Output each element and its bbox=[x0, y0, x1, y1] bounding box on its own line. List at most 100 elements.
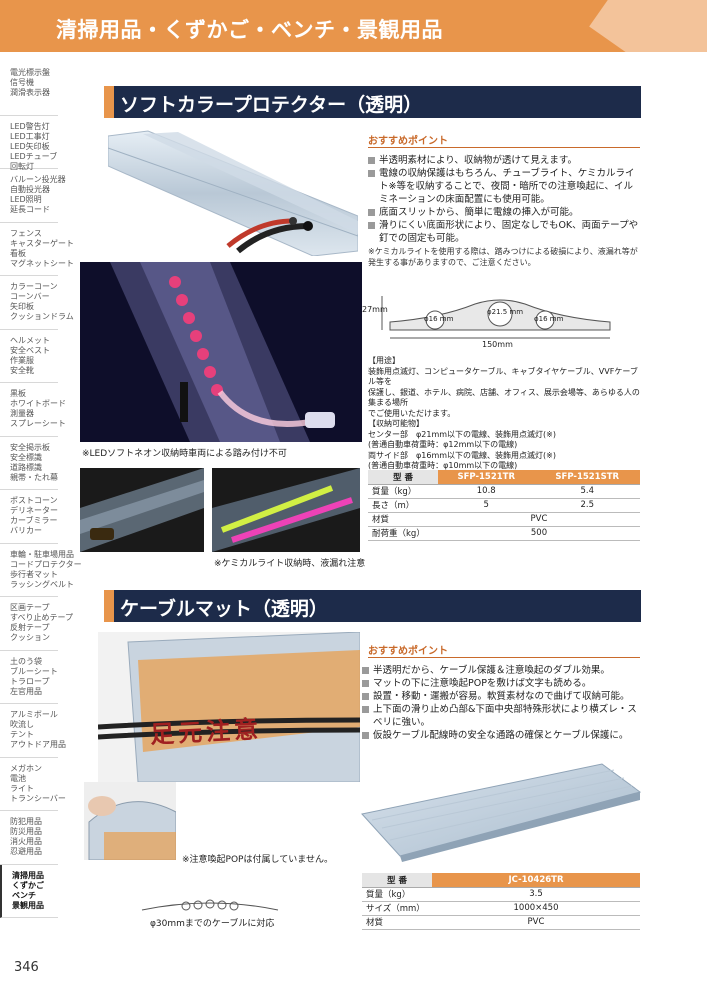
spec-header-label: 型 番 bbox=[362, 873, 432, 888]
section2-banner-accent bbox=[104, 590, 114, 622]
usage-line: (普通自動車荷重時：φ12mm以下の電線) bbox=[368, 440, 518, 449]
diagram-side-right: φ16 mm bbox=[534, 315, 564, 323]
sidebar-group-line: ラッシングベルト bbox=[10, 579, 74, 589]
sidebar-group-line: 土のう袋 bbox=[10, 656, 42, 666]
pop-caption: ※注意喚起POPは付属していません。 bbox=[182, 855, 333, 865]
sidebar-group-line: 延長コード bbox=[10, 205, 50, 214]
sidebar-group[interactable]: 区画テープすべり止めテープ反射テープクッション bbox=[0, 597, 73, 651]
sidebar-group-line: 測量器 bbox=[10, 409, 34, 418]
sidebar-group-line: ポストコーン bbox=[10, 496, 58, 505]
sidebar-group-line: カラーコーン bbox=[10, 282, 58, 291]
sidebar-group[interactable]: アルミボール吹流しテントアウトドア用品 bbox=[0, 704, 66, 758]
section1-points: 半透明素材により、収納物が透けて見えます。電線の収納保護はもちろん、チューブライ… bbox=[368, 154, 640, 245]
section1-banner-accent bbox=[104, 86, 114, 118]
section1-banner: ソフトカラープロテクター（透明） bbox=[104, 86, 641, 118]
sidebar-group[interactable]: ヘルメット安全ベスト作業服安全靴 bbox=[0, 330, 58, 383]
sidebar-group-line: バリカー bbox=[10, 526, 42, 535]
spec-value: 1000×450 bbox=[432, 901, 640, 916]
sidebar-group-line: 忍避用品 bbox=[10, 847, 42, 856]
cable-mat-photo: 足元注意 bbox=[98, 632, 360, 782]
spec-value: 5 bbox=[438, 498, 535, 513]
sidebar-group[interactable]: 車輪・駐車場用品コードプロテクター歩行者マットラッシングベルト bbox=[0, 544, 82, 597]
sidebar-group-line: 親帯・たれ幕 bbox=[10, 472, 58, 482]
section2-title: ケーブルマット（透明） bbox=[120, 598, 328, 620]
spec-label: 質量（kg） bbox=[362, 887, 432, 902]
sidebar-group-line: 自動投光器 bbox=[10, 185, 50, 194]
sidebar-group-line: 区画テープ bbox=[10, 603, 50, 612]
sidebar-group-line: 消火用品 bbox=[10, 837, 42, 846]
sidebar-group[interactable]: ポストコーンデリネーターカーブミラーバリカー bbox=[0, 490, 58, 544]
mat-product-svg bbox=[361, 763, 642, 862]
spec-label: 耐荷重（kg） bbox=[368, 526, 438, 541]
sidebar-group-line: カーブミラー bbox=[10, 516, 58, 525]
section2-points: 半透明だから、ケーブル保護＆注意喚起のダブル効果。マットの下に注意喚起POPを敷… bbox=[362, 664, 642, 742]
point-item: 電線の収納保護はもちろん、チューブライト、ケミカルライト※等を収納することで、夜… bbox=[368, 167, 640, 206]
spec-value: 500 bbox=[438, 526, 640, 541]
point-item: 半透明素材により、収納物が透けて見えます。 bbox=[368, 154, 640, 167]
sidebar-group-line: フェンス bbox=[10, 228, 42, 238]
led-caption: ※LEDソフトネオン収納時車両による踏み付け不可 bbox=[82, 449, 287, 459]
sidebar-group-line: 電光標示盤 bbox=[10, 68, 50, 77]
usage-line: (普通自動車荷重時：φ10mm以下の電線) bbox=[368, 461, 518, 470]
sidebar-group-line: 作業服 bbox=[10, 355, 34, 365]
sidebar-group[interactable]: 土のう袋ブルーシートトラロープ左官用品 bbox=[0, 651, 58, 704]
sidebar-group-line: LED工事灯 bbox=[10, 131, 50, 141]
spec-row: 耐荷重（kg）500 bbox=[368, 526, 640, 541]
diagram-width: 150mm bbox=[482, 340, 513, 349]
sidebar-group[interactable]: 安全掲示板安全標識道路標識親帯・たれ幕 bbox=[0, 437, 58, 490]
sidebar-group-line: 潤滑表示器 bbox=[10, 88, 50, 97]
sidebar-group-line: メガホン bbox=[10, 763, 42, 773]
chem-photo-1 bbox=[80, 468, 204, 552]
point-item: 仮設ケーブル配線時の安全な通路の確保とケーブル保護に。 bbox=[362, 729, 642, 742]
spec-row: サイズ（mm）1000×450 bbox=[362, 901, 640, 916]
sidebar-group[interactable]: 清掃用品くずかごベンチ景観用品 bbox=[0, 864, 58, 918]
sidebar-group[interactable]: 電光標示盤信号機潤滑表示器 bbox=[0, 62, 58, 116]
sidebar-group-line: くずかご bbox=[12, 880, 44, 890]
point-item: 設置・移動・運搬が容易。軟質素材なので曲げて収納可能。 bbox=[362, 690, 642, 703]
chem-photo-2-svg bbox=[212, 468, 360, 552]
sidebar-group[interactable]: メガホン電池ライトトランシーバー bbox=[0, 758, 66, 811]
sidebar-group-line: 回転灯 bbox=[10, 161, 34, 171]
sidebar-group[interactable]: フェンスキャスターゲート看板マグネットシート bbox=[0, 223, 74, 276]
diagram-center: φ21.5 mm bbox=[487, 308, 524, 316]
cable-profile-svg bbox=[141, 899, 279, 911]
sidebar-group[interactable]: 黒板ホワイトボード測量器スプレーシート bbox=[0, 383, 66, 437]
cable-mat-bend-photo bbox=[84, 782, 176, 860]
page-title: 清掃用品・くずかご・ベンチ・景観用品 bbox=[56, 18, 443, 42]
sidebar-group-line: アルミボール bbox=[10, 710, 58, 719]
sidebar-group[interactable]: 防犯用品防災用品消火用品忍避用品 bbox=[0, 811, 58, 865]
spec-label: 材質 bbox=[362, 915, 432, 930]
spec-value: 2.5 bbox=[534, 498, 640, 513]
diagram-height: 27mm bbox=[362, 305, 388, 314]
point-item: 上下面の滑り止め凸部&下面中央部特殊形状により横ズレ・スベリに強い。 bbox=[362, 703, 642, 729]
spec-label: サイズ（mm） bbox=[362, 901, 432, 916]
section1-usage: 【用途】装飾用点滅灯、コンピュータケーブル、キャブタイヤケーブル、VVFケーブル… bbox=[368, 356, 644, 482]
usage-line: 【用途】 bbox=[368, 356, 400, 365]
sidebar-group-line: クッション bbox=[10, 633, 50, 642]
spec-value: PVC bbox=[438, 512, 640, 527]
sidebar-group-line: ベンチ bbox=[12, 890, 36, 900]
sidebar-group[interactable]: カラーコーンコーンバー矢印板クッションドラム bbox=[0, 276, 74, 330]
sidebar-group-line: 矢印板 bbox=[10, 302, 34, 311]
usage-line: センター部 φ21mm以下の電線、装飾用点滅灯(※) bbox=[368, 429, 556, 439]
section2-banner: ケーブルマット（透明） bbox=[104, 590, 641, 622]
protector-photo-svg bbox=[108, 126, 358, 256]
usage-line: 【収納可能物】 bbox=[368, 419, 424, 428]
sidebar-group-line: テント bbox=[10, 730, 34, 739]
sidebar-group-line: 道路標識 bbox=[10, 462, 42, 472]
sidebar-group-line: ブルーシート bbox=[10, 666, 58, 676]
page-number: 346 bbox=[14, 960, 39, 975]
sidebar-group-line: すべり止めテープ bbox=[10, 613, 73, 622]
cross-section-diagram: 27mm 150mm φ21.5 mm φ16 mm φ16 mm bbox=[360, 270, 645, 350]
point-item: 滑りにくい底面形状により、固定なしでもOK、両面テープや釘での固定も可能。 bbox=[368, 219, 640, 245]
section1-rec-title: おすすめポイント bbox=[368, 136, 448, 147]
spec-value: 10.8 bbox=[438, 484, 535, 499]
sidebar-group-line: ライト bbox=[10, 783, 34, 793]
